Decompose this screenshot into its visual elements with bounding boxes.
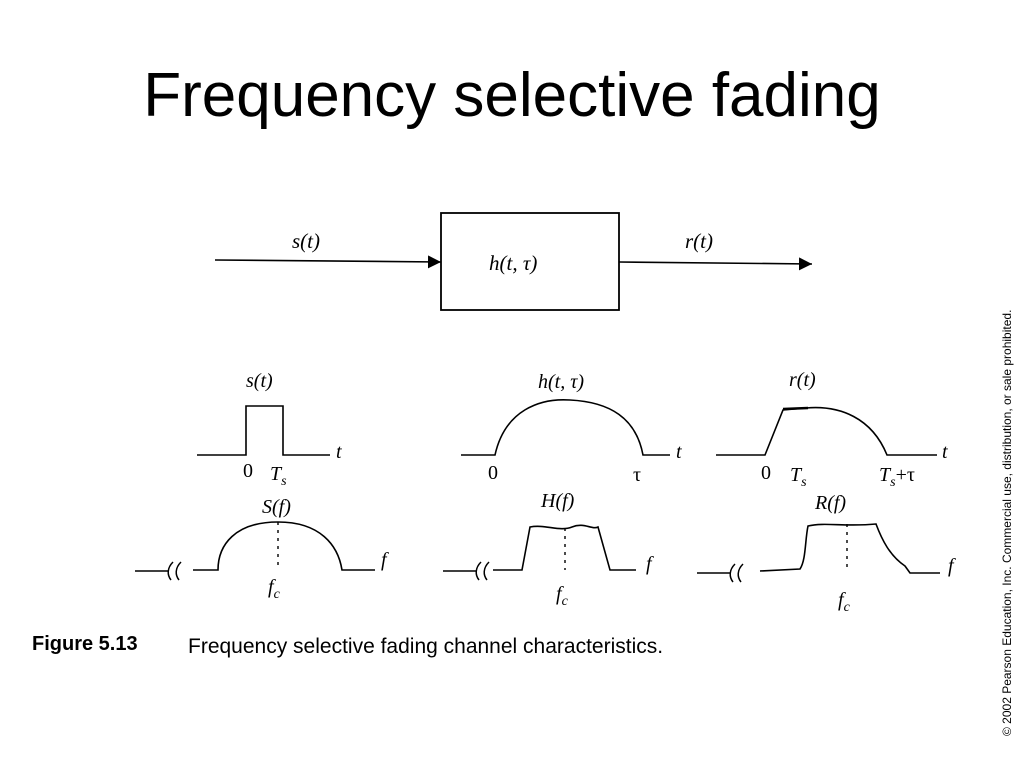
channel-tick-tau: τ <box>633 464 641 486</box>
channel-time-axis-label: t <box>676 441 682 463</box>
output-time-title: r(t) <box>789 369 816 391</box>
channel-freq-center-label: fc <box>556 583 569 609</box>
output-freq-center-label: fc <box>838 589 851 615</box>
channel-tick-origin: 0 <box>488 462 498 484</box>
output-time-waveform <box>716 406 937 456</box>
input-freq-axis-break <box>135 561 182 581</box>
input-tick-ts-main: T <box>270 463 283 485</box>
output-freq-title: R(f) <box>814 492 846 514</box>
output-tick-end-main: T <box>879 464 892 486</box>
input-fc-main: f <box>268 576 276 598</box>
output-tick-end-plus: +τ <box>896 464 915 486</box>
input-time-waveform <box>197 405 330 456</box>
output-tick-ts-sub: s <box>801 475 807 490</box>
output-fc-sub: c <box>844 600 851 615</box>
channel-time-response <box>461 399 670 456</box>
input-fc-sub: c <box>274 587 281 602</box>
figure-caption: Frequency selective fading channel chara… <box>188 635 664 658</box>
output-fc-main: f <box>838 589 846 611</box>
output-time-flat-top <box>782 406 809 411</box>
input-panel: s(t) t 0 Ts S(f) f fc <box>135 370 389 602</box>
channel-freq-title: H(f) <box>540 490 575 512</box>
output-tick-end: Ts+τ <box>879 464 915 490</box>
channel-fc-sub: c <box>562 594 569 609</box>
figure-number: Figure 5.13 <box>32 633 138 655</box>
input-tick-ts-sub: s <box>281 474 287 489</box>
input-freq-spectrum <box>193 521 375 571</box>
output-tick-end-sub: s <box>890 475 896 490</box>
output-freq-axis-label: f <box>948 555 956 577</box>
channel-freq-axis-label: f <box>646 553 654 575</box>
input-freq-axis-label: f <box>381 549 389 571</box>
channel-block-label: h(t, τ) <box>489 251 537 275</box>
channel-panel: h(t, τ) t 0 τ H(f) f fc <box>443 371 682 609</box>
output-tick-ts: Ts <box>790 464 807 490</box>
slide-title: Frequency selective fading <box>143 61 881 130</box>
channel-freq-axis-break <box>443 561 490 581</box>
output-time-axis-label: t <box>942 441 948 463</box>
output-signal-label: r(t) <box>685 229 713 253</box>
output-freq-axis-break <box>697 563 744 583</box>
input-time-axis-label: t <box>336 441 342 463</box>
output-arrow <box>618 257 813 271</box>
input-signal-label: s(t) <box>292 229 320 253</box>
output-tick-ts-main: T <box>790 464 803 486</box>
output-panel: r(t) t 0 Ts Ts+τ R(f) f fc <box>697 369 956 615</box>
input-arrow <box>214 255 442 269</box>
input-freq-title: S(f) <box>262 496 291 518</box>
channel-time-title: h(t, τ) <box>538 371 584 393</box>
channel-freq-response <box>493 524 636 571</box>
input-tick-origin: 0 <box>243 460 253 482</box>
input-time-title: s(t) <box>246 370 273 392</box>
channel-fc-main: f <box>556 583 564 605</box>
copyright-notice: © 2002 Pearson Education, Inc. Commercia… <box>1000 309 1014 736</box>
input-tick-ts: Ts <box>270 463 287 489</box>
output-freq-response <box>759 523 940 574</box>
output-tick-origin: 0 <box>761 462 771 484</box>
block-diagram: s(t) h(t, τ) r(t) <box>214 212 813 311</box>
input-freq-center-label: fc <box>268 576 281 602</box>
channel-block <box>440 212 620 311</box>
